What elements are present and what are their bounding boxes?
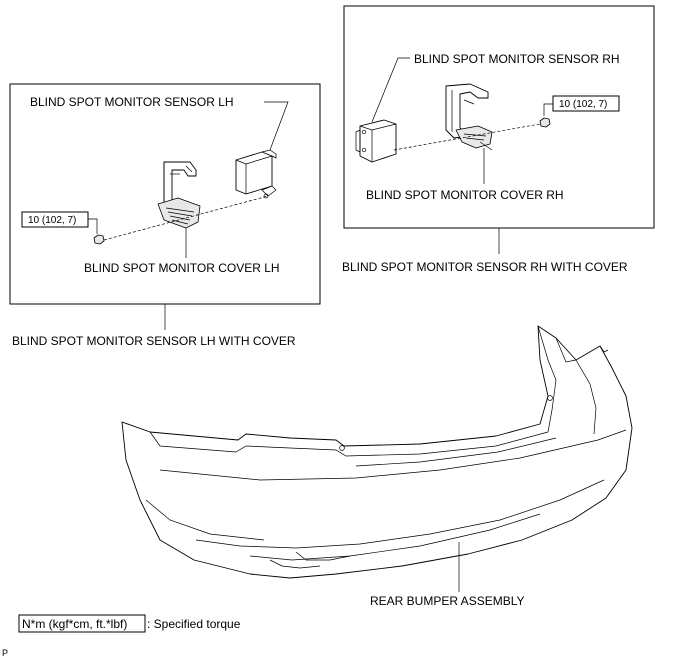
lh-sensor-label: BLIND SPOT MONITOR SENSOR LH — [30, 95, 234, 109]
lh-assembly-label: BLIND SPOT MONITOR SENSOR LH WITH COVER — [12, 334, 296, 348]
rh-group: BLIND SPOT MONITOR SENSOR RH 10 (102, 7) — [342, 5, 655, 274]
page-marker: P — [2, 648, 8, 658]
legend-unit: N*m (kgf*cm, ft.*lbf) — [22, 617, 127, 631]
rear-bumper-drawing — [121, 325, 633, 592]
legend-description: : Specified torque — [147, 617, 241, 631]
lh-group: BLIND SPOT MONITOR SENSOR LH — [9, 83, 321, 348]
torque-legend: N*m (kgf*cm, ft.*lbf) : Specified torque — [18, 614, 241, 633]
lh-assembly-axis — [103, 195, 269, 241]
rh-cover-bracket — [445, 83, 493, 151]
legend-unit-box — [18, 614, 146, 633]
rh-cover-label: BLIND SPOT MONITOR COVER RH — [366, 188, 564, 202]
lh-torque-value: 10 (102, 7) — [28, 215, 76, 226]
rh-torque-leader — [543, 103, 553, 116]
lh-torque-box — [21, 211, 89, 228]
rh-sensor-label: BLIND SPOT MONITOR SENSOR RH — [414, 52, 620, 66]
rh-sensor-module — [355, 119, 397, 163]
rh-torque-value: 10 (102, 7) — [559, 99, 607, 110]
lh-cover-bracket — [157, 161, 201, 229]
lh-torque-leader — [88, 218, 98, 234]
lh-sensor-leader — [264, 101, 289, 151]
rh-nut — [539, 117, 551, 128]
rh-torque-box — [552, 95, 620, 112]
lh-sensor-module — [235, 149, 277, 199]
bumper-label: REAR BUMPER ASSEMBLY — [370, 594, 525, 608]
lh-cover-label: BLIND SPOT MONITOR COVER LH — [84, 261, 280, 275]
rh-sensor-leader — [371, 57, 410, 123]
rh-assembly-label: BLIND SPOT MONITOR SENSOR RH WITH COVER — [342, 260, 628, 274]
lh-nut — [93, 234, 105, 245]
